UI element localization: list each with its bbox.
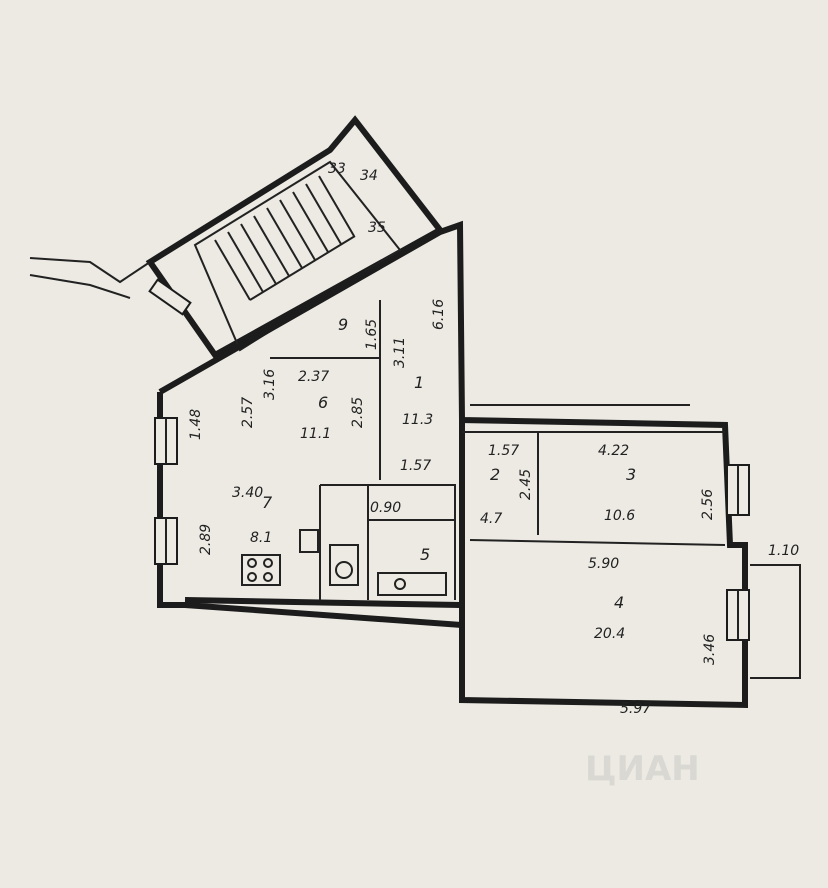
room-id: 6 [318,393,328,412]
dimension-label: 1.57 [400,458,431,474]
sink-icon [299,529,319,553]
stair-number: 34 [360,168,378,184]
apartment-walls [157,220,748,709]
dimension-label: 5.90 [588,556,619,572]
room-area: 20.4 [594,626,625,642]
dimension-label: 1.48 [188,409,204,440]
dimension-label: 2.89 [198,524,214,555]
bathtub-icon [377,572,447,596]
dimension-label: 3.46 [702,634,718,665]
room-area: 8.1 [250,530,272,546]
dimension-label: 2.57 [240,397,256,428]
staircase [29,115,445,359]
windows [154,417,750,641]
room-id: 7 [262,493,273,512]
dimension-label: 3.11 [392,337,408,368]
room-area: 11.1 [300,426,331,442]
room-area: 4.7 [480,511,502,527]
dimension-label: 2.85 [350,397,366,428]
stair-number: 33 [328,161,346,177]
dimension-label: 3.16 [262,369,278,400]
toilet-icon [329,544,359,586]
dimension-label: 2.45 [518,469,534,500]
room-id: 4 [614,593,624,612]
stair-number: 35 [368,220,386,236]
room-id: 1 [414,373,424,392]
dimension-label: 1.65 [364,319,380,350]
watermark: ЦИАН [585,749,700,789]
dimension-label: 4.22 [598,443,629,459]
dimension-label: 1.10 [768,543,799,559]
dimension-label: 2.56 [700,489,716,520]
dimension-label: 0.90 [370,500,401,516]
dimension-label: 5.97 [620,701,651,717]
dimension-label: 2.37 [298,369,329,385]
dimension-label: 3.40 [232,485,263,501]
balcony [750,564,801,679]
room-id: 5 [420,545,430,564]
stair-treads [214,175,356,301]
room-area: 11.3 [402,412,433,428]
room-id: 3 [626,465,636,484]
room-id: 2 [490,465,500,484]
stove-icon [241,554,281,586]
dimension-label: 6.16 [431,299,447,330]
room-area: 10.6 [604,508,635,524]
room-id: 9 [338,315,348,334]
dimension-label: 1.57 [488,443,519,459]
